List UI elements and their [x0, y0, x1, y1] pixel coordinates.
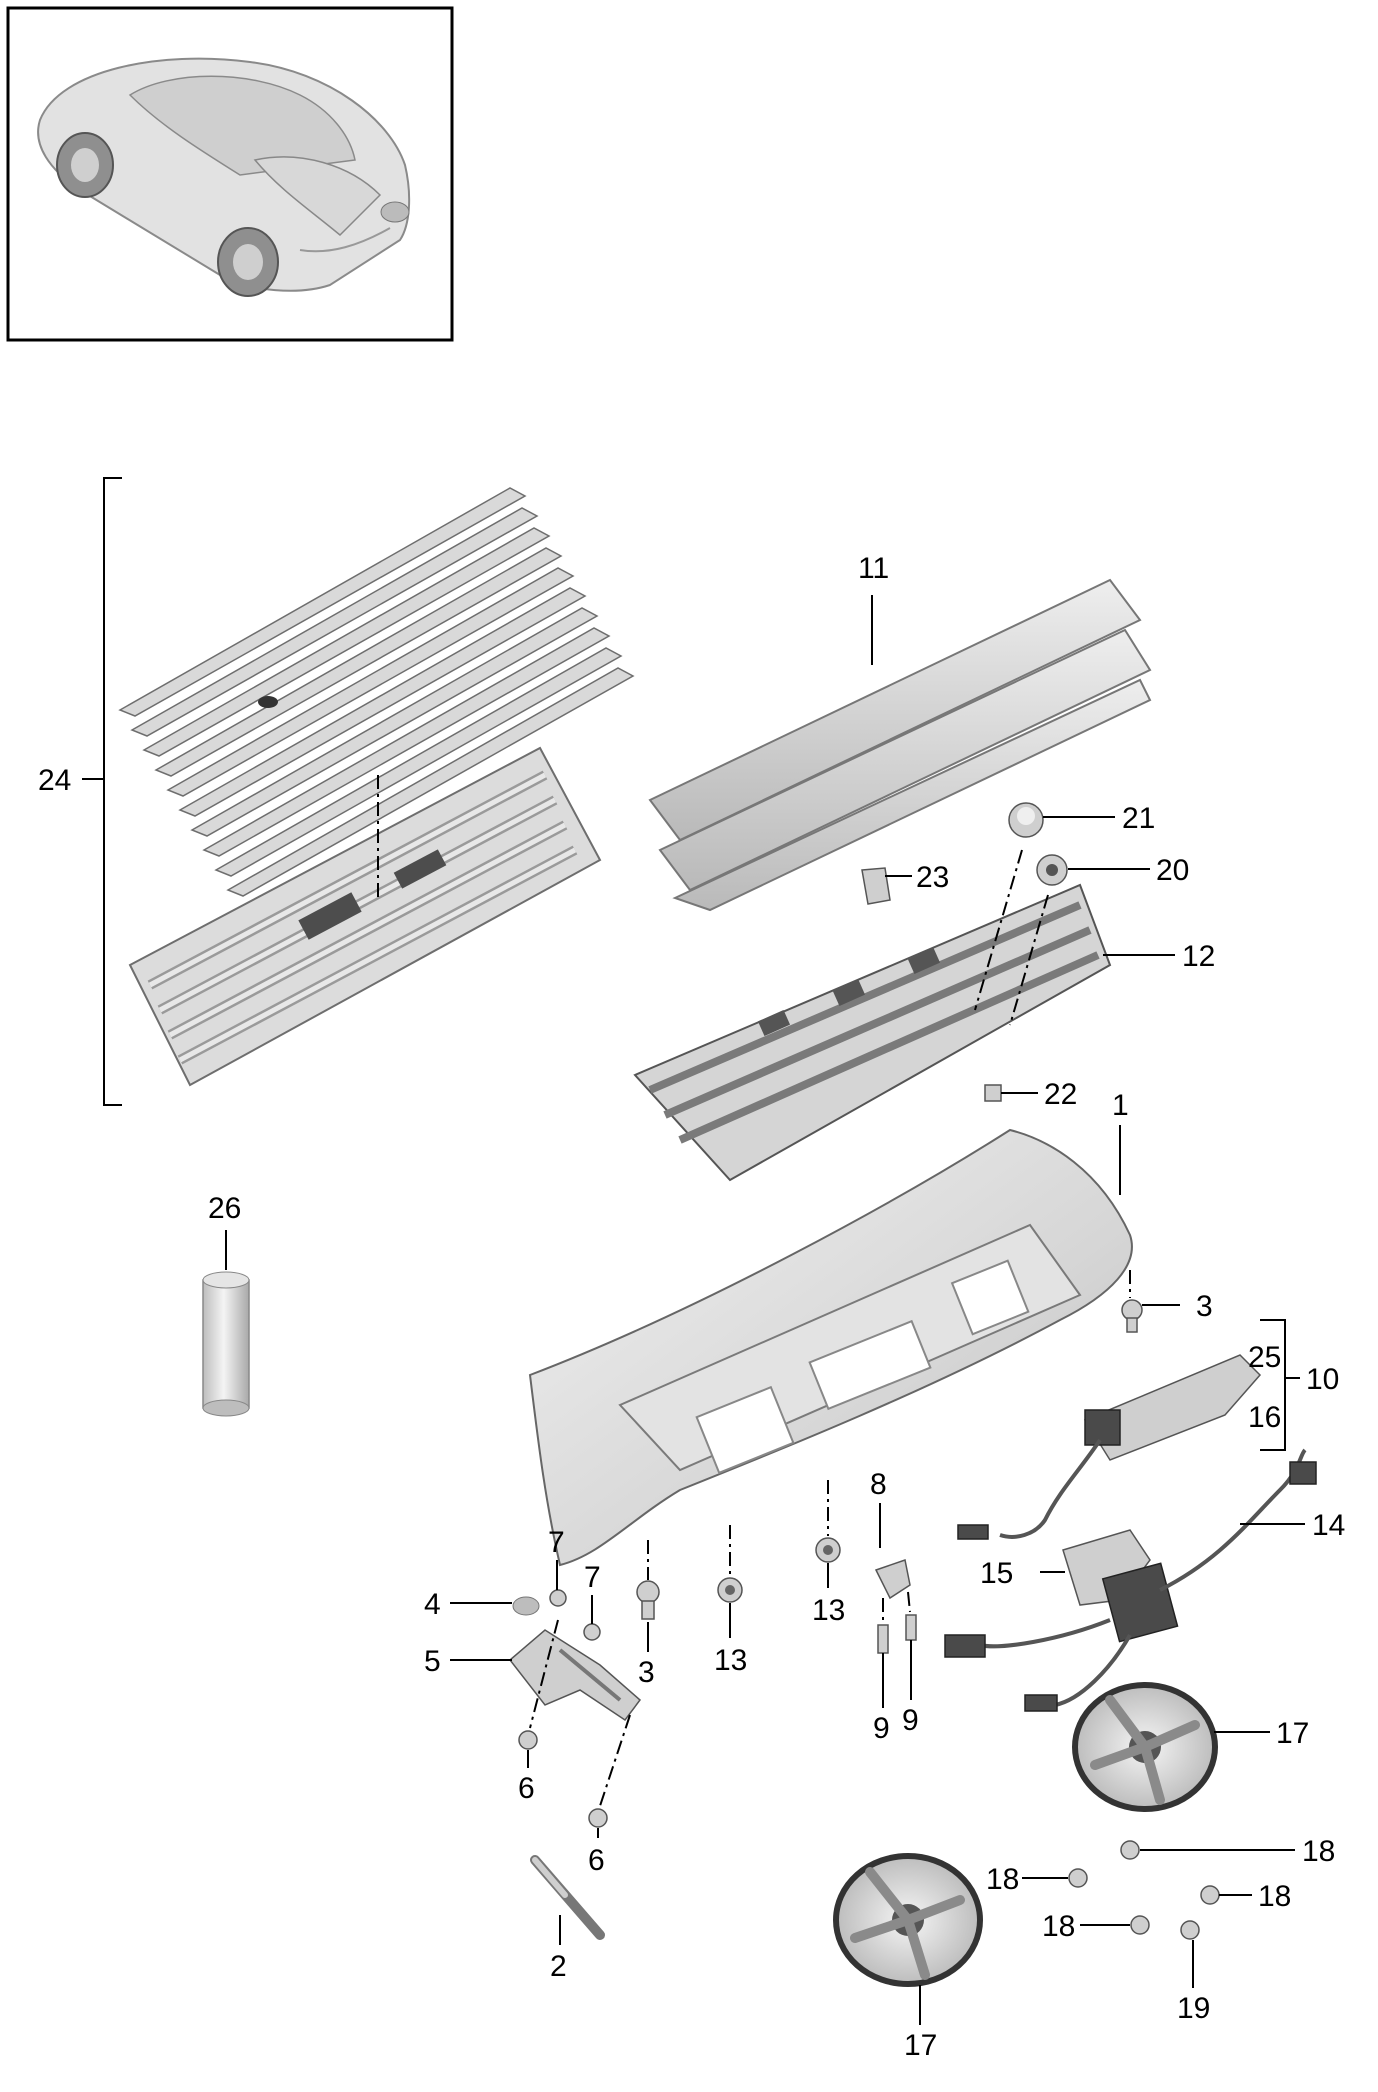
vehicle-overview-thumbnail	[6, 6, 454, 342]
callout-23: 23	[916, 861, 949, 894]
part-23-bracket	[861, 867, 891, 905]
callout-7-left: 7	[548, 1526, 565, 1559]
part-3-bolt-lower	[636, 1580, 660, 1620]
callout-20: 20	[1156, 854, 1189, 887]
leader-lines	[225, 595, 1305, 2025]
part-16-release-motor	[957, 1409, 1121, 1540]
part-18-nut-a	[1120, 1840, 1140, 1860]
part-17-fan-upper	[1072, 1682, 1218, 1812]
callout-13-left: 13	[714, 1644, 747, 1677]
callout-18-d: 18	[1042, 1910, 1075, 1943]
grille-upper-louvres	[118, 487, 635, 897]
callout-21: 21	[1122, 802, 1155, 835]
part-4-cap	[512, 1596, 540, 1616]
callout-3-upper: 3	[1196, 1290, 1213, 1323]
part-21-clip	[1008, 802, 1044, 838]
part-7-rubber-buffer-right	[583, 1623, 601, 1641]
assembly-line-9-right	[907, 1591, 911, 1613]
part-22-clip	[984, 1084, 1002, 1102]
callout-6-right: 6	[588, 1844, 605, 1877]
callout-17-upper: 17	[1276, 1717, 1309, 1750]
part-2-gas-strut	[530, 1855, 605, 1940]
part-25-actuator-bracket	[1083, 1354, 1262, 1461]
part-3-bolt-upper	[1121, 1299, 1143, 1333]
part-17-fan-lower	[833, 1853, 983, 1987]
part-18-nut-d	[1130, 1915, 1150, 1935]
assembly-line-20	[1009, 894, 1049, 1026]
part-26-container	[202, 1271, 250, 1417]
callout-19: 19	[1177, 1992, 1210, 2025]
callout-5: 5	[424, 1645, 441, 1678]
part-9-screw-right	[905, 1614, 917, 1641]
callout-labels: 11 21 20 23 12 22 24 1 26 3 25 10 16 8 1…	[38, 552, 1345, 2062]
assembly-line-6-right	[599, 1714, 631, 1807]
callout-8: 8	[870, 1468, 887, 1501]
part-9-screw-left	[877, 1624, 889, 1654]
callout-26: 26	[208, 1192, 241, 1225]
part-18-nut-b	[1068, 1868, 1088, 1888]
callout-22: 22	[1044, 1078, 1077, 1111]
part-6-bolt-right	[588, 1808, 608, 1828]
callout-24: 24	[38, 764, 71, 797]
part-18-nut-c	[1200, 1885, 1220, 1905]
callout-12: 12	[1182, 940, 1215, 973]
assembly-line-21	[974, 849, 1023, 1011]
part-8-striker	[874, 1559, 911, 1600]
callout-18-c: 18	[1258, 1880, 1291, 1913]
part-19-nut	[1180, 1920, 1200, 1940]
callout-14: 14	[1312, 1509, 1345, 1542]
bracket-10	[1260, 1319, 1300, 1451]
part-5-hinge	[508, 1629, 642, 1722]
callout-7-right: 7	[584, 1561, 601, 1594]
callout-25: 25	[1248, 1341, 1281, 1374]
callout-11: 11	[858, 552, 889, 585]
callout-9-right: 9	[902, 1704, 919, 1737]
callout-9-left: 9	[873, 1712, 890, 1745]
part-7-rubber-buffer-left	[549, 1589, 567, 1607]
callout-13-right: 13	[812, 1594, 845, 1627]
callout-18-a: 18	[1302, 1835, 1335, 1868]
part-1-rear-lid	[528, 1128, 1133, 1567]
part-6-bolt-left	[518, 1730, 538, 1750]
part-13-nut-right	[815, 1537, 841, 1563]
callout-3-lower: 3	[638, 1656, 655, 1689]
part-14-lock-assembly	[944, 1448, 1317, 1712]
callout-4: 4	[424, 1588, 441, 1621]
grille-lower-frame	[128, 746, 602, 1087]
callout-2: 2	[550, 1950, 567, 1983]
callout-15: 15	[980, 1557, 1013, 1590]
part-12-grille-frame	[633, 883, 1112, 1182]
part-20-nut	[1036, 854, 1068, 886]
callout-6-left: 6	[518, 1772, 535, 1805]
part-11-trim-grille	[648, 578, 1152, 912]
callout-18-b: 18	[986, 1863, 1019, 1896]
car-illustration	[37, 57, 411, 297]
assembly-line-6-left	[529, 1619, 559, 1729]
part-13-nut-left	[717, 1577, 743, 1603]
bracket-24	[82, 477, 122, 1106]
callout-1: 1	[1112, 1089, 1129, 1122]
callout-16: 16	[1248, 1401, 1281, 1434]
callout-17-lower: 17	[904, 2029, 937, 2062]
callout-10: 10	[1306, 1363, 1339, 1396]
